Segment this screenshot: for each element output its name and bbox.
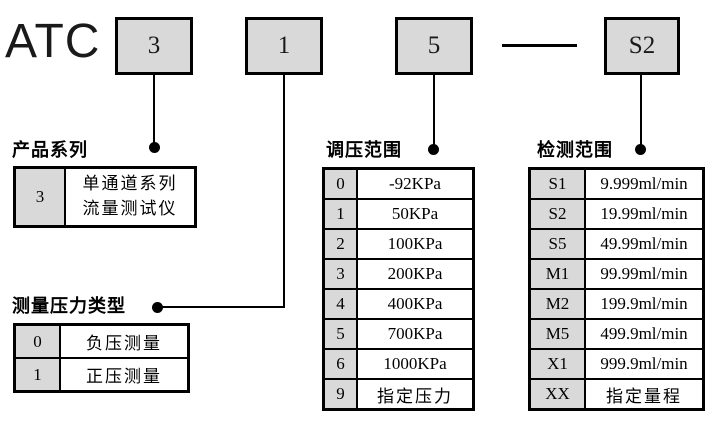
value-cell: 100KPa — [356, 228, 475, 260]
code-box-regulation-range: 5 — [395, 17, 473, 75]
code-box-label: 1 — [277, 32, 291, 59]
regulation-range-table: 0 -92KPa 1 50KPa 2 100KPa 3 200KPa 4 400… — [322, 167, 475, 411]
value-cell: -92KPa — [356, 167, 475, 200]
connector-line-pressure-type-horizontal — [158, 306, 285, 308]
section-title-pressure-type: 测量压力类型 — [12, 296, 126, 317]
code-cell: 1 — [13, 357, 61, 393]
value-cell: 400KPa — [356, 288, 475, 320]
table-row: 9 指定压力 — [322, 378, 475, 411]
connector-line-detection-range — [640, 72, 642, 147]
code-box-product-series: 3 — [115, 17, 193, 75]
code-cell: S1 — [528, 167, 586, 200]
value-cell: 499.9ml/min — [584, 318, 705, 350]
product-series-table: 3 单通道系列 流量测试仪 — [13, 166, 197, 228]
code-cell: 3 — [322, 258, 358, 290]
code-cell: 2 — [322, 228, 358, 260]
code-cell: 3 — [13, 166, 66, 228]
section-title-product-series: 产品系列 — [12, 140, 88, 161]
connector-dot-product-series — [149, 142, 160, 153]
code-cell: 9 — [322, 378, 358, 411]
code-cell: 0 — [322, 167, 358, 200]
code-box-label: S2 — [628, 32, 656, 59]
table-row: 1 正压测量 — [13, 357, 190, 393]
table-row: 1 50KPa — [322, 198, 475, 230]
code-cell: XX — [528, 378, 586, 411]
code-cell: M5 — [528, 318, 586, 350]
table-row: 4 400KPa — [322, 288, 475, 320]
code-cell: 6 — [322, 348, 358, 380]
table-row: S5 49.99ml/min — [528, 228, 705, 260]
table-row: S1 9.999ml/min — [528, 167, 705, 200]
table-row: 0 负压测量 — [13, 323, 190, 359]
value-cell: 正压测量 — [59, 357, 190, 393]
connector-line-pressure-type-vertical — [283, 72, 285, 308]
code-cell: 4 — [322, 288, 358, 320]
code-box-label: 3 — [147, 32, 161, 59]
connector-line-regulation-range — [433, 72, 435, 147]
value-cell: 19.99ml/min — [584, 198, 705, 230]
table-row: X1 999.9ml/min — [528, 348, 705, 380]
value-cell: 1000KPa — [356, 348, 475, 380]
code-box-detection-range: S2 — [604, 17, 680, 75]
connector-dot-regulation-range — [428, 144, 439, 155]
table-row: 6 1000KPa — [322, 348, 475, 380]
code-cell: X1 — [528, 348, 586, 380]
table-row: M5 499.9ml/min — [528, 318, 705, 350]
value-cell: 200KPa — [356, 258, 475, 290]
table-row: 2 100KPa — [322, 228, 475, 260]
value-cell: 99.99ml/min — [584, 258, 705, 290]
code-box-label: 5 — [427, 32, 441, 59]
code-cell: S5 — [528, 228, 586, 260]
table-row: 5 700KPa — [322, 318, 475, 350]
code-cell: M1 — [528, 258, 586, 290]
value-cell: 999.9ml/min — [584, 348, 705, 380]
code-cell: 5 — [322, 318, 358, 350]
section-title-regulation-range: 调压范围 — [326, 140, 402, 161]
table-row: M1 99.99ml/min — [528, 258, 705, 290]
value-cell: 指定量程 — [584, 378, 705, 411]
separator-dash-icon — [502, 44, 577, 47]
connector-line-product-series — [153, 72, 155, 145]
code-cell: 1 — [322, 198, 358, 230]
value-cell: 199.9ml/min — [584, 288, 705, 320]
section-title-detection-range: 检测范围 — [537, 140, 613, 161]
pressure-type-table: 0 负压测量 1 正压测量 — [13, 323, 190, 393]
code-box-pressure-type: 1 — [245, 17, 323, 75]
table-row: 3 200KPa — [322, 258, 475, 290]
value-cell: 50KPa — [356, 198, 475, 230]
code-cell: S2 — [528, 198, 586, 230]
table-row: M2 199.9ml/min — [528, 288, 705, 320]
value-cell: 负压测量 — [59, 323, 190, 359]
detection-range-table: S1 9.999ml/min S2 19.99ml/min S5 49.99ml… — [528, 167, 705, 411]
table-row: 0 -92KPa — [322, 167, 475, 200]
table-row: S2 19.99ml/min — [528, 198, 705, 230]
code-cell: M2 — [528, 288, 586, 320]
value-cell: 49.99ml/min — [584, 228, 705, 260]
table-row: 3 单通道系列 流量测试仪 — [13, 166, 197, 228]
value-cell: 9.999ml/min — [584, 167, 705, 200]
table-row: XX 指定量程 — [528, 378, 705, 411]
connector-dot-pressure-type — [152, 302, 163, 313]
brand-label: ATC — [5, 15, 101, 68]
code-cell: 0 — [13, 323, 61, 359]
value-cell: 700KPa — [356, 318, 475, 350]
value-cell: 单通道系列 流量测试仪 — [64, 166, 197, 228]
value-cell: 指定压力 — [356, 378, 475, 411]
connector-dot-detection-range — [635, 144, 646, 155]
